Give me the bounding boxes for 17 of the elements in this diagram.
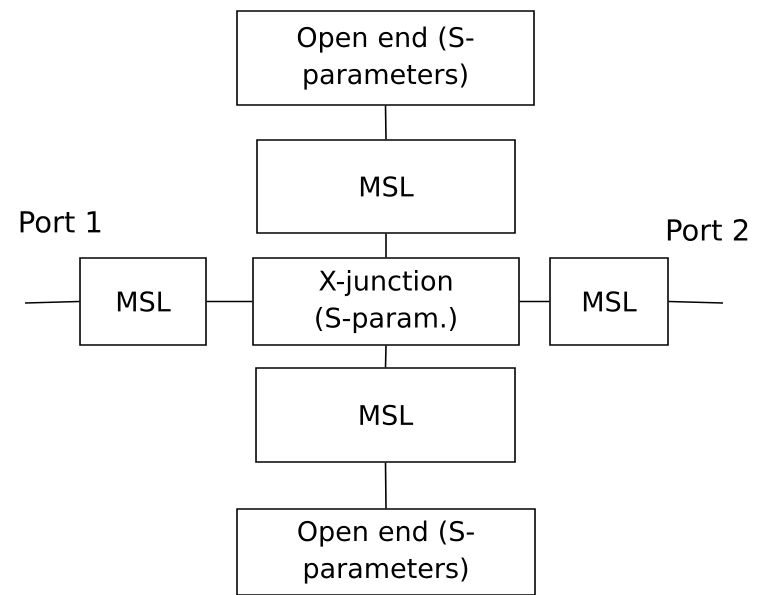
connector-line (520, 300, 550, 302)
connector-line (384, 462, 387, 508)
block-box: Open end (S-parameters) (236, 508, 536, 595)
block-box: MSL (255, 367, 516, 463)
block-box: MSL (549, 257, 669, 346)
connector-line (384, 106, 387, 140)
connector-line (24, 300, 80, 304)
block-box: X-junction (S-param.) (252, 257, 520, 346)
block-box: MSL (79, 257, 207, 346)
connector-line (668, 300, 724, 304)
block-box: Open end (S-parameters) (236, 10, 535, 106)
connector-line (206, 300, 252, 302)
block-box: MSL (256, 139, 516, 234)
connector-line (385, 234, 387, 258)
connector-line (384, 346, 387, 368)
port-label: Port 2 (668, 219, 748, 241)
port-label: Port 1 (20, 211, 100, 233)
